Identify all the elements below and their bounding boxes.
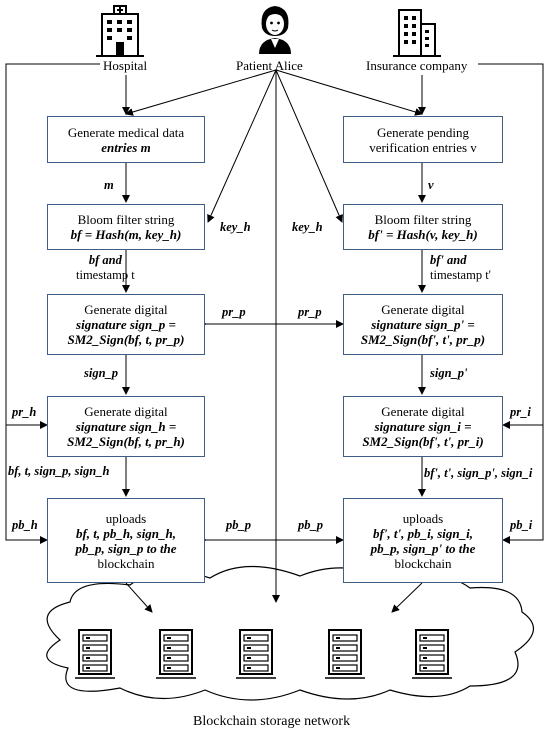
text: uploads [402,510,444,526]
text: signature sign_h = [75,419,177,434]
text: SM2_Sign(bf, t, pr_p) [67,332,185,347]
text: bf', t', pb_i, sign_i, [372,525,474,541]
right-bloom-filter-box: Bloom filter string bf' = Hash(v, key_h) [343,204,503,250]
text: Generate pending [376,124,470,140]
text: Bloom filter string [77,212,175,227]
text: SM2_Sign(bf, t, pr_h) [67,434,185,449]
text: timestamp t' [430,268,491,282]
label-v: v [428,178,434,192]
text: blockchain [394,555,452,571]
right-sign-i-box: Generate digital signature sign_i = SM2_… [343,396,503,457]
insurance-label: Insurance company [366,58,468,73]
text: entries m [101,139,151,155]
right-upload-box: uploads bf', t', pb_i, sign_i, pb_p, sig… [343,498,503,583]
server-icon [75,629,115,679]
blockchain-cloud [46,565,534,701]
text: Generate digital [381,404,465,419]
text: timestamp t [76,268,135,282]
text: blockchain [97,555,155,571]
right-sign-p-box: Generate digital signature sign_p' = SM2… [343,294,503,355]
label-pr-h: pr_h [12,405,37,419]
label-pb-p-left: pb_p [226,518,251,532]
label-key-h-left: key_h [220,220,251,234]
left-sign-p-box: Generate digital signature sign_p = SM2_… [47,294,205,355]
server-icon [325,629,365,679]
label-pb-h: pb_h [12,518,38,532]
text: SM2_Sign(bf', t', pr_i) [362,434,484,449]
server-icon [412,629,452,679]
text: SM2_Sign(bf', t', pr_p) [360,332,486,347]
text: bf' and [430,253,467,267]
label-pb-i: pb_i [510,518,533,532]
label-bf-timestamp: bf and timestamp t [76,253,135,283]
text: bf = Hash(m, key_h) [70,227,182,242]
text: signature sign_p' = [371,317,475,332]
text: bf and [88,253,122,267]
label-bf-prime-timestamp: bf' and timestamp t' [430,253,491,283]
patient-label: Patient Alice [236,58,303,73]
text: pb_p, sign_p' to the [370,540,476,556]
hospital-icon [96,5,144,57]
label-tuple: bf, t, sign_p, sign_h [8,464,110,478]
text: Generate medical data [67,124,185,140]
label-pb-p-right: pb_p [298,518,323,532]
patient-icon [259,6,291,54]
label-pr-p-right: pr_p [298,305,322,319]
text: signature sign_i = [374,419,472,434]
label-pr-i: pr_i [510,405,531,419]
right-generate-verification-box: Generate pending verification entries v [343,116,503,163]
left-bloom-filter-box: Bloom filter string bf = Hash(m, key_h) [47,204,205,250]
server-icon [156,629,196,679]
label-pr-p-left: pr_p [222,305,246,319]
left-upload-box: uploads bf, t, pb_h, sign_h, pb_p, sign_… [47,498,205,583]
text: Generate digital [381,302,465,317]
text: Generate digital [84,302,168,317]
label-key-h-right: key_h [292,220,323,234]
connector-lines [5,63,544,613]
office-building-icon [393,9,441,57]
label-tuple-prime: bf', t', sign_p', sign_i [424,466,533,480]
text: signature sign_p = [76,317,176,332]
blockchain-network-label: Blockchain storage network [193,714,351,729]
text: bf' = Hash(v, key_h) [368,227,478,242]
text: verification entries v [369,139,477,155]
label-m: m [104,178,114,192]
server-icon [236,629,276,679]
left-generate-medical-data-box: Generate medical data entries m [47,116,205,163]
text: Generate digital [84,404,168,419]
left-sign-h-box: Generate digital signature sign_h = SM2_… [47,396,205,457]
text: uploads [105,510,147,526]
label-sign-p-prime: sign_p' [430,366,468,380]
hospital-label: Hospital [103,58,148,73]
text: pb_p, sign_p to the [75,540,177,556]
label-sign-p: sign_p [84,366,119,380]
text: Bloom filter string [374,212,472,227]
text: bf, t, pb_h, sign_h, [75,525,177,541]
